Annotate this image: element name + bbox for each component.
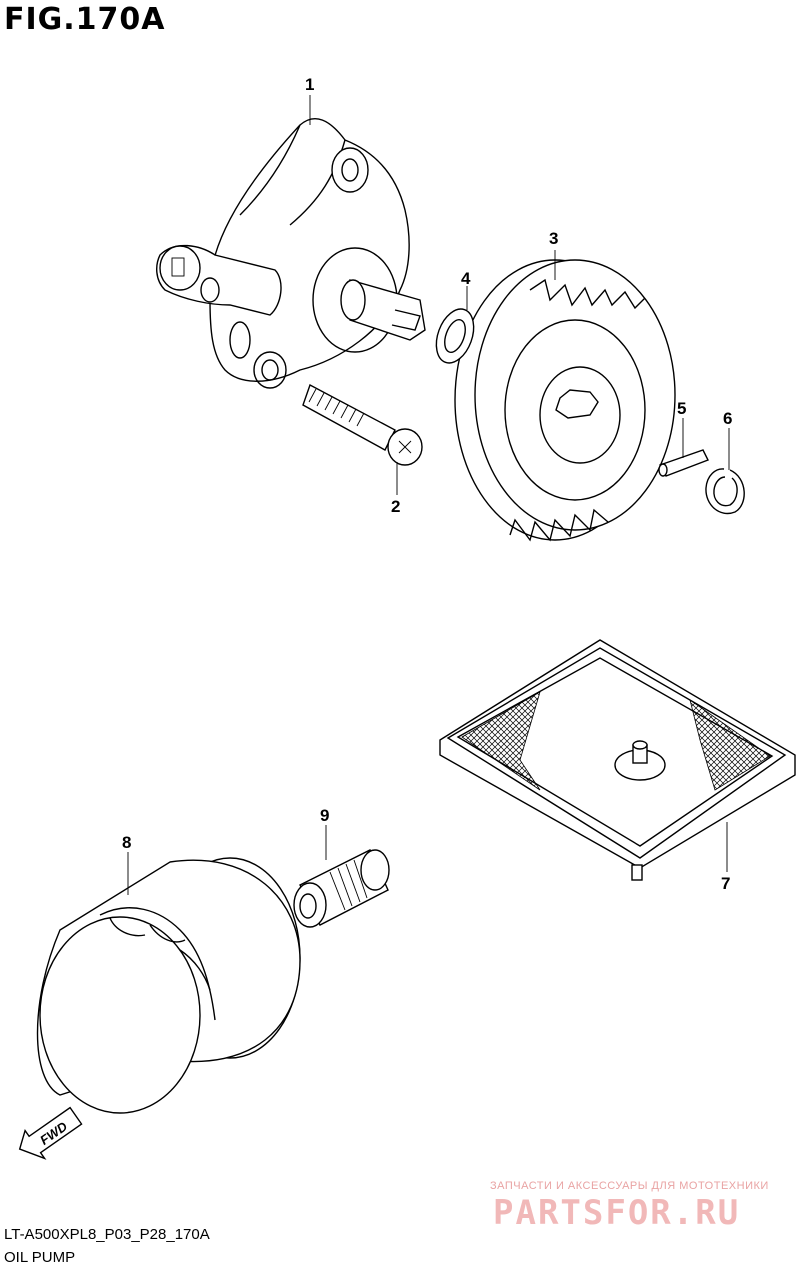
bolt[interactable] [302,384,423,466]
callout-2: 2 [391,497,400,516]
leader-lines [127,95,730,895]
pin[interactable] [658,449,709,477]
washer[interactable] [429,304,480,368]
pump-gear[interactable] [454,259,676,542]
callout-4: 4 [461,269,471,288]
callout-7: 7 [721,874,730,893]
oil-filter[interactable] [36,857,301,1114]
diagram-code: LT-A500XPL8_P03_P28_170A [4,1226,210,1243]
callout-3: 3 [549,229,558,248]
callout-1: 1 [305,75,314,94]
figure-title: FIG.170A [4,2,166,37]
connector-pipe[interactable] [293,849,390,928]
oil-pump-body[interactable] [156,118,426,389]
oil-strainer[interactable] [439,639,796,881]
callout-5: 5 [677,399,686,418]
watermark-tagline: ЗАПЧАСТИ И АКСЕССУАРЫ ДЛЯ МОТОТЕХНИКИ [490,1180,769,1192]
callout-labels: 1 2 3 4 5 6 7 8 9 [122,75,732,893]
callout-9: 9 [320,806,329,825]
diagram-caption: OIL PUMP [4,1249,76,1266]
callout-8: 8 [122,833,131,852]
fwd-arrow-icon: FWD [18,1106,83,1160]
callout-6: 6 [723,409,732,428]
watermark-logo: PARTSFOR.RU [493,1193,741,1233]
circlip[interactable] [705,468,745,515]
